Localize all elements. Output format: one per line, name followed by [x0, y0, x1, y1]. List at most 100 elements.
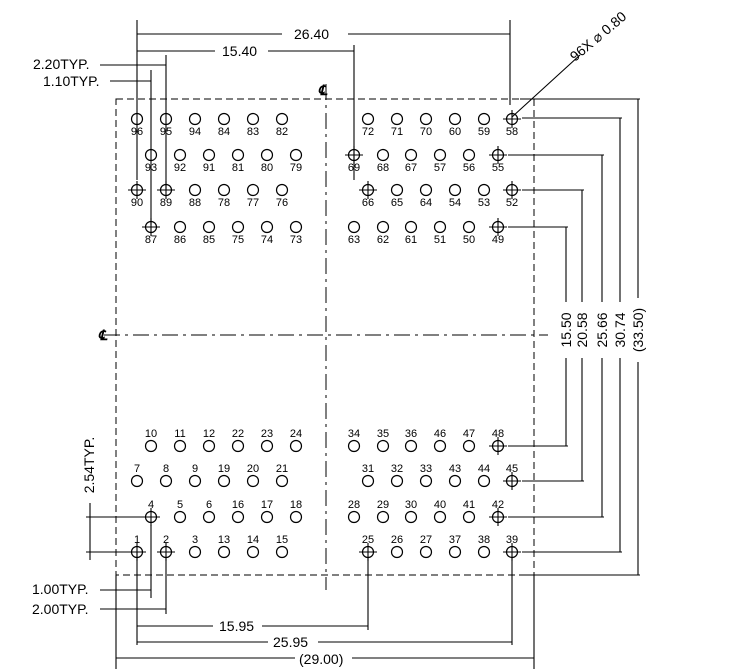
pin-hole: [275, 474, 289, 488]
pin-number-label: 26: [391, 534, 403, 546]
pin-hole: [289, 220, 303, 234]
dimension-2.54-typ: 2.54TYP.: [81, 437, 97, 494]
pin-81: 81: [232, 148, 244, 174]
pin-23: 23: [260, 428, 274, 453]
dimension-25.95: 25.95: [273, 634, 308, 650]
pin-number-label: 42: [492, 499, 504, 511]
pin-49: 49: [489, 218, 507, 246]
pin-number-label: 7: [134, 463, 140, 475]
pin-36: 36: [404, 428, 418, 453]
pin-71: 71: [391, 112, 403, 138]
right-dimensions: 15.50 20.58 25.66 30.74 (33.50): [508, 98, 646, 576]
pin-hole: [173, 439, 187, 453]
dimension-29.00: (29.00): [299, 651, 343, 667]
pin-hole: [202, 220, 216, 234]
pin-hole: [159, 474, 173, 488]
pin-27: 27: [420, 534, 432, 559]
pin-hole: [347, 220, 361, 234]
pin-number-label: 91: [203, 162, 215, 174]
pin-hole: [404, 510, 418, 524]
pin-hole: [144, 439, 158, 453]
dimension-26.40: 26.40: [294, 26, 329, 42]
pin-hole: [188, 112, 202, 126]
pin-number-label: 13: [218, 534, 230, 546]
pin-number-label: 89: [160, 197, 172, 209]
pin-number-label: 28: [348, 499, 360, 511]
pin-number-label: 22: [232, 428, 244, 440]
pin-hole: [433, 439, 447, 453]
pin-74: 74: [261, 220, 273, 246]
pin-number-label: 83: [247, 126, 259, 138]
pin-82: 82: [276, 112, 288, 138]
top-dimensions: 26.40 15.40 2.20TYP. 1.10TYP. 96X ⌀ 0.80: [33, 8, 629, 225]
pin-28: 28: [348, 499, 360, 524]
pin-hole: [433, 510, 447, 524]
pin-number-label: 46: [434, 428, 446, 440]
pin-hole: [130, 474, 144, 488]
pin-hole: [188, 183, 202, 197]
pin-number-label: 9: [192, 463, 198, 475]
package-outline: [115, 98, 535, 576]
pin-hole: [173, 510, 187, 524]
pin-73: 73: [289, 220, 303, 246]
pin-number-label: 19: [218, 463, 230, 475]
pin-hole: [275, 183, 289, 197]
dimension-1.10-typ: 1.10TYP.: [43, 73, 100, 89]
pin-hole: [390, 474, 404, 488]
pin-32: 32: [390, 463, 404, 488]
pin-70: 70: [420, 112, 432, 138]
pin-number-label: 29: [377, 499, 389, 511]
pin-61: 61: [405, 220, 417, 246]
pin-75: 75: [232, 220, 244, 246]
pin-number-label: 14: [247, 534, 259, 546]
pin-number-label: 64: [420, 197, 432, 209]
pin-number-label: 65: [391, 197, 403, 209]
pin-hole: [419, 474, 433, 488]
pin-35: 35: [377, 428, 389, 453]
pin-24: 24: [290, 428, 302, 453]
dimension-15.40: 15.40: [222, 43, 257, 59]
pin-3: 3: [188, 534, 202, 559]
pin-number-label: 6: [206, 499, 212, 511]
pin-39: 39: [503, 534, 521, 561]
horizontal-centerline-mark: ℄: [98, 329, 108, 344]
pin-number-label: 38: [478, 534, 490, 546]
pin-26: 26: [391, 534, 403, 559]
pin-number-label: 51: [434, 234, 446, 246]
pin-hole: [404, 439, 418, 453]
pin-number-label: 62: [377, 234, 389, 246]
pin-hole: [477, 474, 491, 488]
dimension-15.95: 15.95: [219, 618, 254, 634]
dimension-15.50: 15.50: [558, 312, 574, 347]
pin-41: 41: [463, 499, 475, 524]
pin-number-label: 1: [134, 534, 140, 546]
dimension-25.66: 25.66: [594, 312, 610, 347]
pin-hole: [260, 148, 274, 162]
pin-hole: [376, 148, 390, 162]
dimension-1.00-typ: 1.00TYP.: [32, 581, 89, 597]
pin-20: 20: [247, 463, 259, 488]
pin-hole: [217, 474, 231, 488]
pin-hole: [260, 439, 274, 453]
pin-59: 59: [478, 112, 490, 138]
pin-56: 56: [463, 148, 475, 174]
pin-number-label: 59: [478, 126, 490, 138]
pin-67: 67: [405, 148, 417, 174]
dimension-30.74: 30.74: [612, 312, 628, 347]
pin-number-label: 40: [434, 499, 446, 511]
pin-hole: [433, 148, 447, 162]
pin-hole: [275, 545, 289, 559]
pin-number-label: 24: [290, 428, 302, 440]
pin-number-label: 88: [189, 197, 201, 209]
pin-hole: [202, 148, 216, 162]
pin-9: 9: [188, 463, 202, 488]
pin-number-label: 43: [449, 463, 461, 475]
pin-hole: [188, 545, 202, 559]
pin-21: 21: [275, 463, 289, 488]
pin-hole: [347, 439, 361, 453]
pin-18: 18: [290, 499, 302, 524]
pin-45: 45: [503, 463, 521, 490]
pin-92: 92: [174, 148, 186, 174]
pin-64: 64: [420, 183, 432, 209]
pin-number-label: 16: [232, 499, 244, 511]
